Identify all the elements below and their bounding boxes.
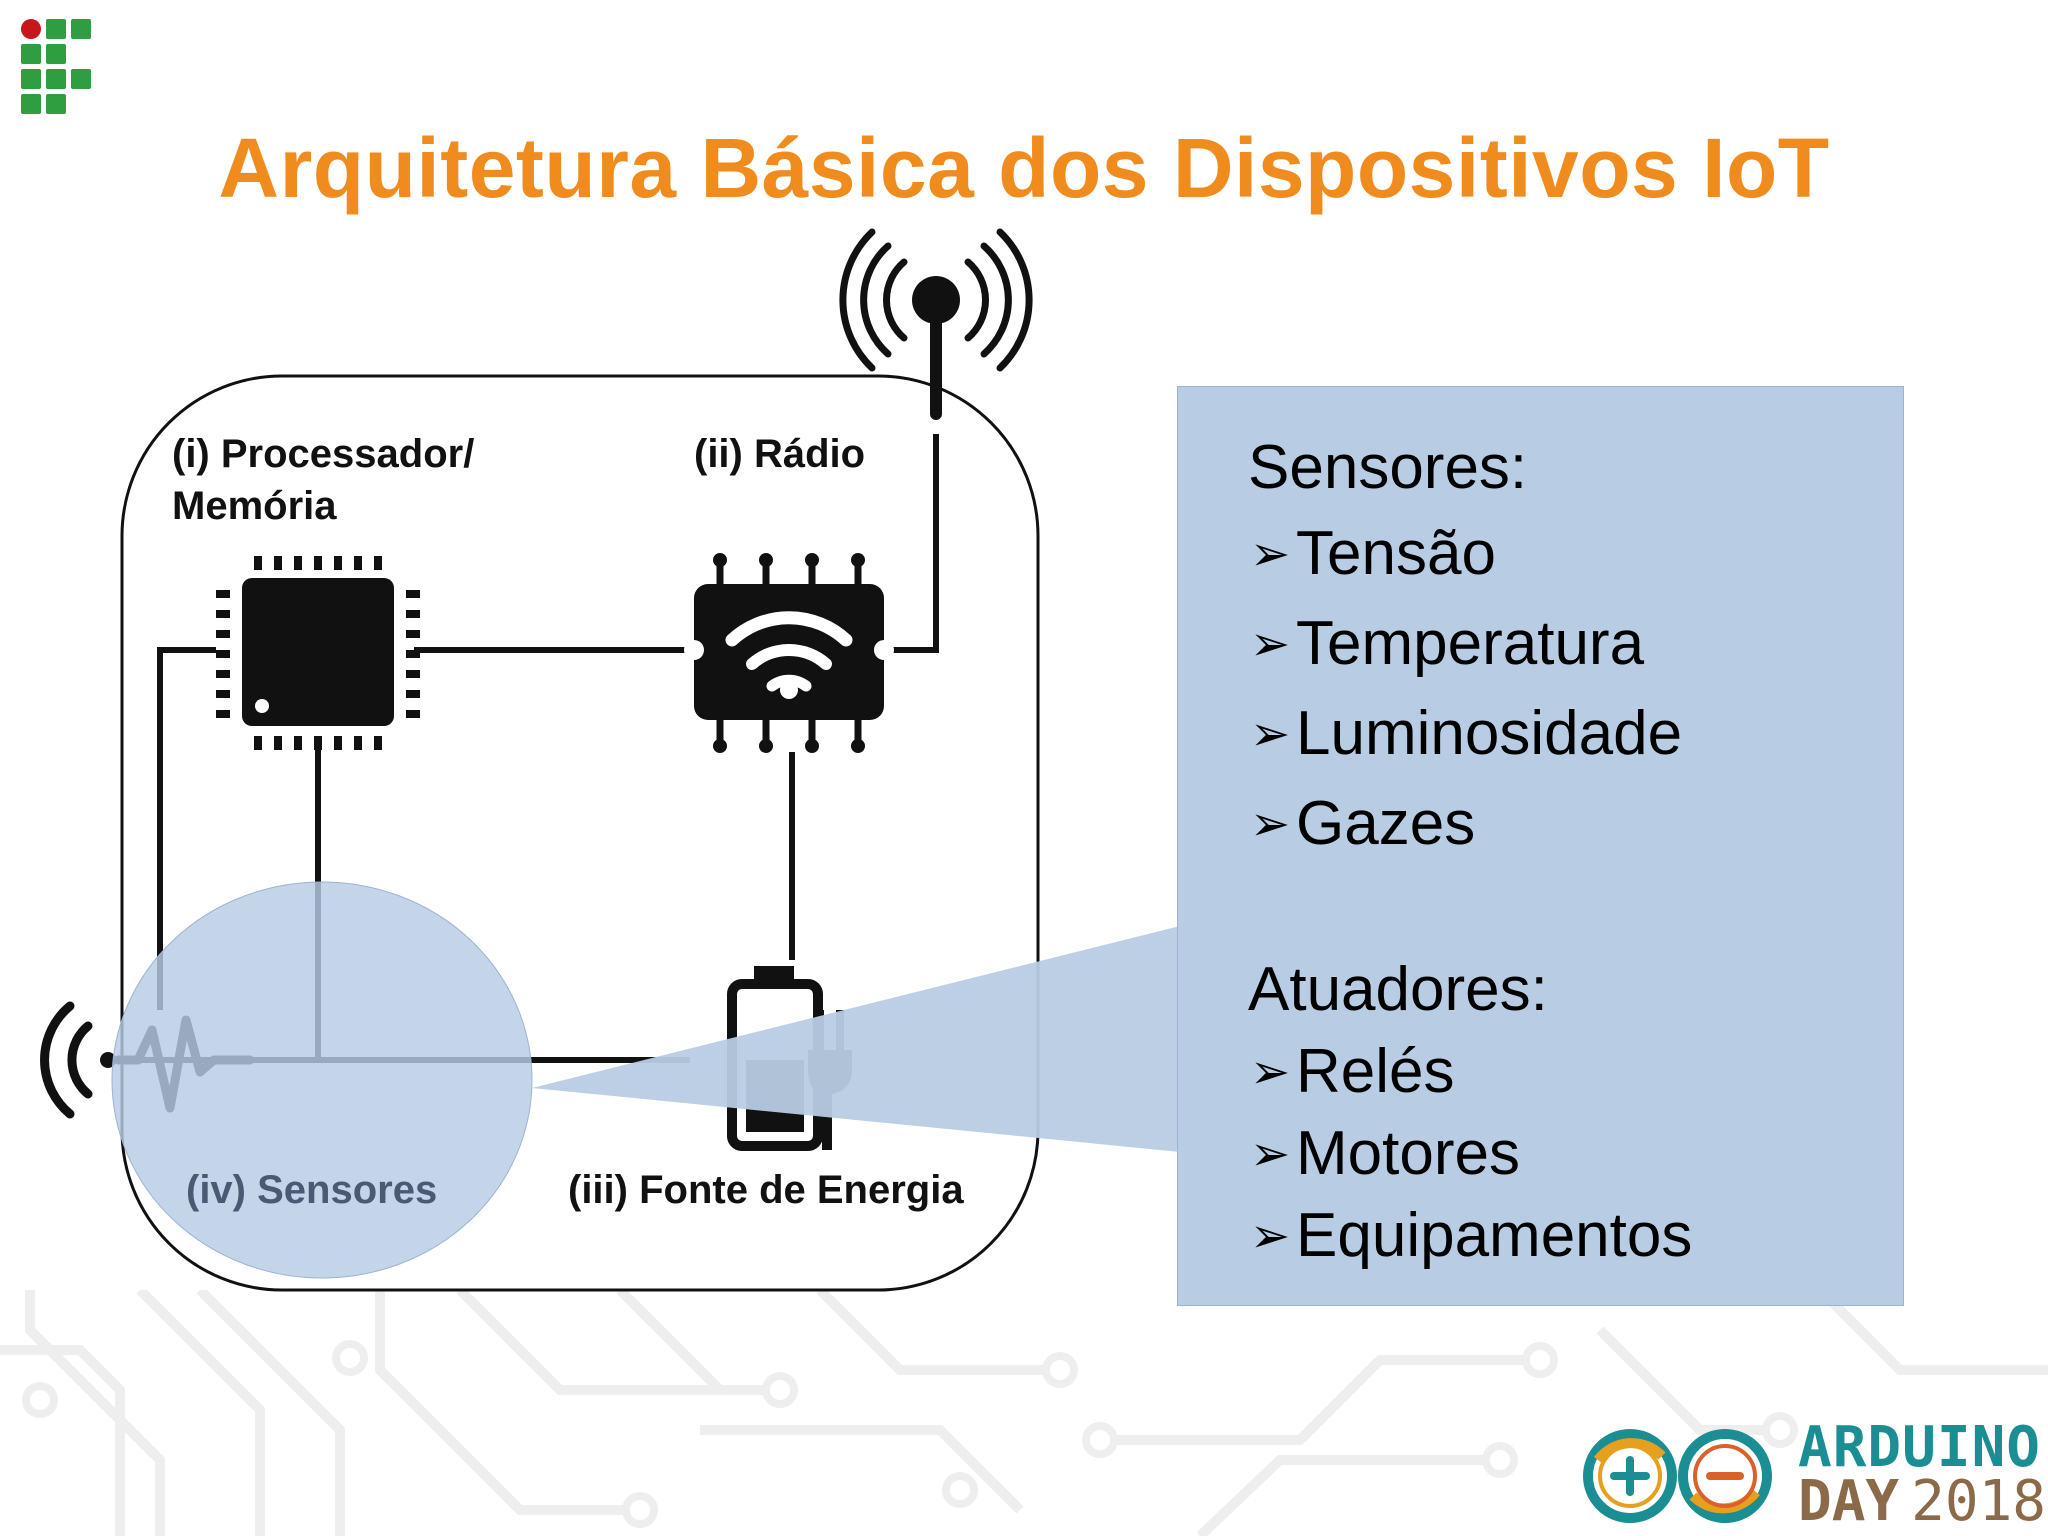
sensors-actuators-callout: Sensores: ➢Tensão ➢Temperatura ➢Luminosi… xyxy=(1177,386,1904,1306)
sensors-label: (iv) Sensores xyxy=(186,1168,438,1212)
slide-title: Arquitetura Básica dos Dispositivos IoT xyxy=(218,121,1830,215)
arrow-bullet-icon: ➢ xyxy=(1250,528,1291,581)
radio-chip-icon xyxy=(684,553,894,753)
list-item: ➢Gazes xyxy=(1250,787,1475,862)
list-item: ➢Temperatura xyxy=(1250,607,1644,682)
institution-logo xyxy=(21,19,91,114)
arduino-infinity-logo xyxy=(1583,1429,1772,1523)
arrow-bullet-icon: ➢ xyxy=(1250,1210,1291,1263)
arrow-bullet-icon: ➢ xyxy=(1250,618,1291,671)
energy-source-label: (iii) Fonte de Energia xyxy=(568,1168,964,1212)
list-item: ➢Relés xyxy=(1250,1035,1455,1110)
arrow-bullet-icon: ➢ xyxy=(1250,1128,1291,1181)
wifi-icon xyxy=(725,611,853,692)
arrow-bullet-icon: ➢ xyxy=(1250,1046,1291,1099)
antenna-icon xyxy=(839,228,1033,420)
year-label: 2018 xyxy=(1911,1469,2047,1534)
device-boundary xyxy=(120,374,1040,1292)
callout-pointer xyxy=(532,926,1180,1152)
arrow-bullet-icon: ➢ xyxy=(1250,708,1291,761)
arrow-bullet-icon: ➢ xyxy=(1250,798,1291,851)
list-item: ➢Luminosidade xyxy=(1250,697,1682,772)
list-item: ➢Tensão xyxy=(1250,517,1496,592)
processor-chip-icon xyxy=(216,556,420,750)
list-item: ➢Equipamentos xyxy=(1250,1199,1692,1274)
actuators-heading: Atuadores: xyxy=(1248,955,1548,1024)
radio-label: (ii) Rádio xyxy=(694,432,866,476)
processor-label: (i) Processador/ Memória xyxy=(172,432,475,528)
arduino-wordmark: ARDUINO xyxy=(1798,1415,2042,1480)
list-item: ➢Motores xyxy=(1250,1117,1520,1192)
sensors-heading: Sensores: xyxy=(1248,433,1528,502)
circuit-background xyxy=(0,1290,2048,1536)
